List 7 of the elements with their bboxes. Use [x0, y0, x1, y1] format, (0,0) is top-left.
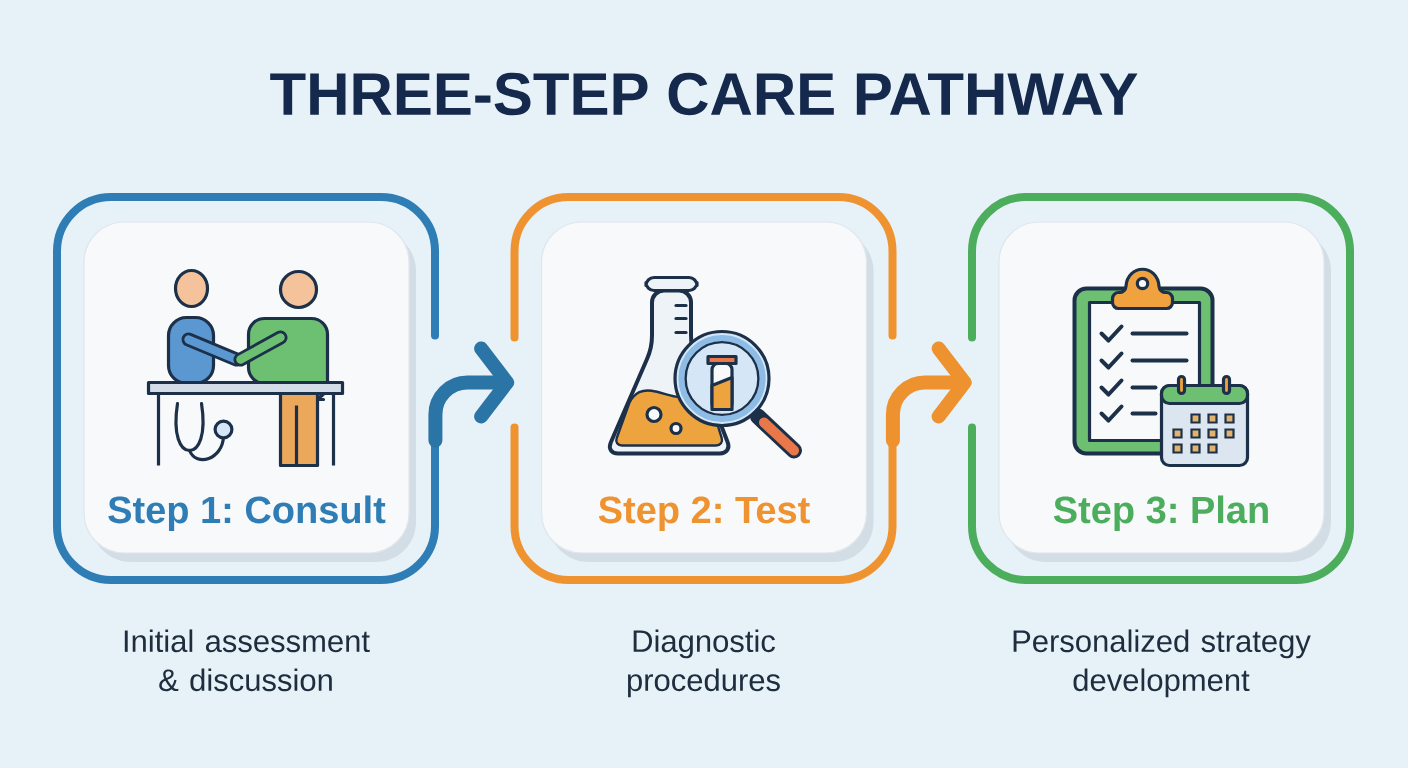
- step-description: Diagnostic procedures: [627, 629, 780, 698]
- step-frame: [53, 193, 439, 584]
- step-description: Personalized strategy development: [1013, 629, 1311, 698]
- step-frame: [510, 193, 897, 584]
- title: THREE-STEP CARE PATHWAY: [270, 72, 1138, 116]
- step-description: Initial assessment & discussion: [124, 629, 370, 692]
- step-frame: [968, 193, 1354, 584]
